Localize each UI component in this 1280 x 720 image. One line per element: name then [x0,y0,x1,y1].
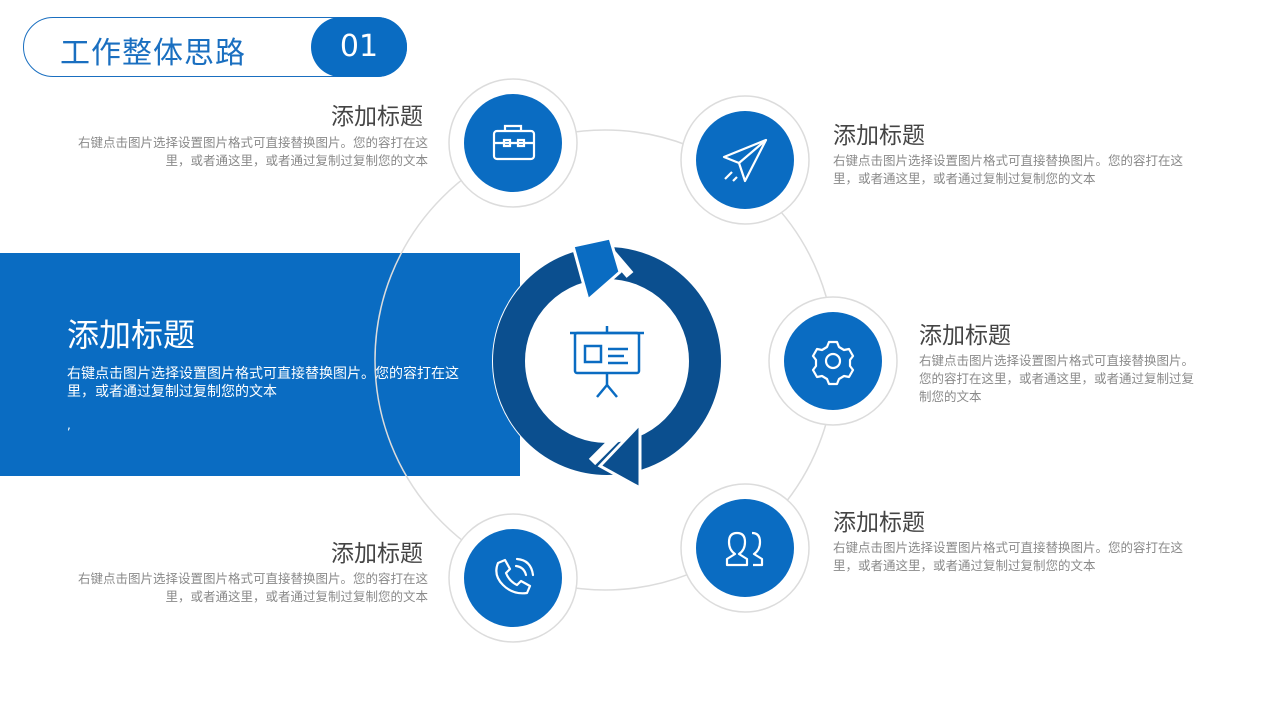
item-4-title: 添加标题 [833,510,925,536]
node-gear [768,296,898,426]
item-2-text: 右键点击图片选择设置图片格式可直接替换图片。您的容打在这里，或者通这里，或者通过… [833,153,1184,186]
item-1-text: 右键点击图片选择设置图片格式可直接替换图片。您的容打在这里，或者通这里，或者通过… [77,135,428,168]
center-text: 右键点击图片选择设置图片格式可直接替换图片。您的容打在这里，或者通过复制过复制您… [67,366,459,400]
users-icon [725,531,764,567]
node-phone [448,513,578,643]
item-2-title: 添加标题 [833,123,925,149]
cycle-backdrop [492,246,722,476]
highlight-band [0,253,520,476]
arrow-head-top [571,236,622,303]
page-title: 工作整体思路 [60,36,246,71]
presentation-icon [570,326,644,398]
node-users [680,483,810,613]
item-4-text: 右键点击图片选择设置图片格式可直接替换图片。您的容打在这里，或者通这里，或者通过… [833,540,1184,573]
item-3-text: 右键点击图片选择设置图片格式可直接替换图片。您的容打在这里，或者通这里，或者通过… [919,353,1195,404]
gear-icon [811,340,855,386]
briefcase-icon [492,124,536,161]
item-3-title: 添加标题 [919,323,1011,349]
paper-plane-icon [722,138,768,183]
center-title: 添加标题 [67,316,196,354]
item-5-title: 添加标题 [331,541,423,567]
cycle-gap-bottom [588,428,626,466]
section-number: 01 [311,17,407,77]
item-1-title: 添加标题 [331,104,423,130]
node-paper-plane [680,95,810,225]
arrow-head-bottom [597,420,642,491]
item-5-text: 右键点击图片选择设置图片格式可直接替换图片。您的容打在这里，或者通这里，或者通过… [77,571,428,604]
header-pill: 工作整体思路 01 [23,17,407,77]
node-briefcase [448,78,578,208]
phone-icon [495,557,535,595]
center-mark: , [67,418,71,432]
cycle-arrows [492,236,722,491]
